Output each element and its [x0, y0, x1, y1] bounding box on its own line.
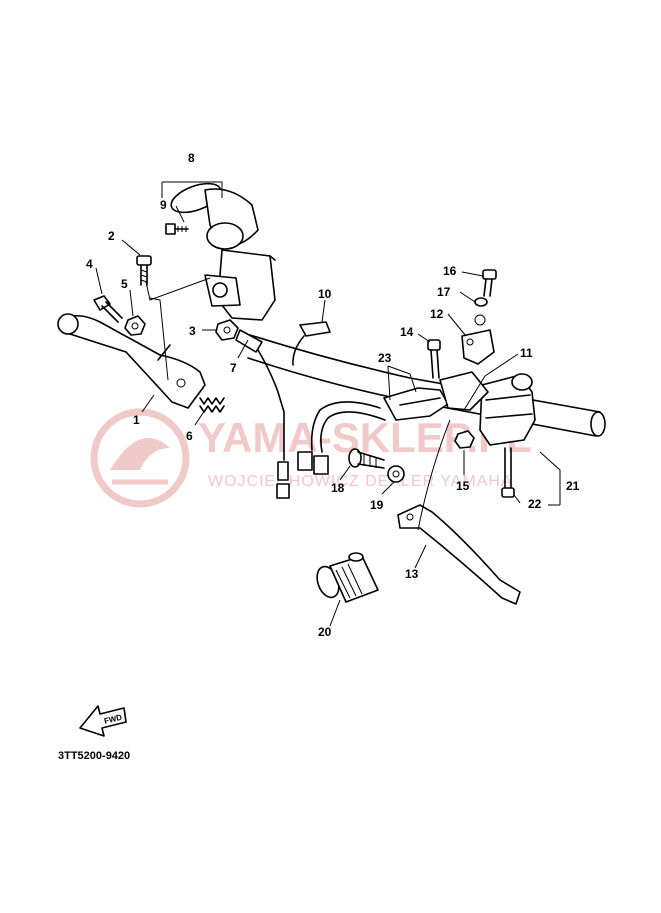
callout-14: 14: [400, 325, 414, 339]
callout-1: 1: [133, 413, 140, 427]
part-4-bolt: [93, 295, 123, 323]
callout-17: 17: [437, 285, 451, 299]
part-8-switch-assembly: [170, 182, 276, 321]
callout-8: 8: [188, 151, 195, 165]
part-22-bolt: [501, 447, 515, 498]
callout-22: 22: [528, 497, 542, 511]
callout-16: 16: [443, 264, 457, 278]
leader-lines: [95, 181, 561, 627]
part-12-clamp: [461, 314, 495, 365]
callout-13: 13: [405, 567, 419, 581]
part-7-cable: [235, 329, 290, 499]
callout-9: 9: [160, 198, 167, 212]
part-20-boot: [316, 552, 379, 603]
fwd-label: FWD: [103, 713, 123, 726]
part-2-bolt: [136, 255, 152, 286]
part-23-switch: [383, 387, 449, 421]
part-9-screw: [165, 223, 189, 235]
part-13-brake-lever: [397, 504, 521, 605]
fwd-arrow-icon: FWD: [79, 705, 127, 737]
part-11-master-cylinder: [439, 371, 536, 446]
callout-12: 12: [430, 307, 444, 321]
callout-5: 5: [121, 277, 128, 291]
callout-11: 11: [520, 346, 533, 360]
watermark-brand: YAMA-SKLEP.PL: [198, 414, 532, 461]
callout-3: 3: [189, 324, 196, 338]
part-18-bolt: [348, 448, 385, 469]
part-17-washer: [474, 297, 488, 307]
part-5-nut: [124, 315, 146, 336]
callout-19: 19: [370, 498, 384, 512]
callout-2: 2: [108, 229, 115, 243]
callout-labels: 8 9 2 4 5 3 7 1 6 10 23 14 12 16 17 11 2…: [86, 151, 580, 639]
callout-4: 4: [86, 257, 93, 271]
callout-20: 20: [318, 625, 332, 639]
callout-18: 18: [331, 481, 345, 495]
part-10-clamp: [292, 321, 331, 366]
reference-code: 3TT5200-9420: [58, 750, 131, 762]
part-16-bolt: [482, 269, 497, 297]
part-14-bolt: [427, 339, 441, 379]
callout-23: 23: [378, 351, 392, 365]
part-3-nut: [215, 319, 239, 341]
wire-harness: [297, 401, 386, 475]
callout-21: 21: [566, 479, 580, 493]
part-6-spring: [199, 397, 225, 413]
callout-7: 7: [230, 361, 237, 375]
watermark: YAMA-SKLEP.PL WOJCIECHOWICZ DEALER YAMAH…: [90, 408, 532, 508]
watermark-logo: [90, 408, 190, 508]
callout-6: 6: [186, 429, 193, 443]
part-15-nut: [454, 430, 475, 449]
part-19-gear: [387, 465, 405, 483]
callout-15: 15: [456, 479, 470, 493]
part-1-lever-holder: [57, 313, 206, 409]
callout-10: 10: [318, 287, 332, 301]
